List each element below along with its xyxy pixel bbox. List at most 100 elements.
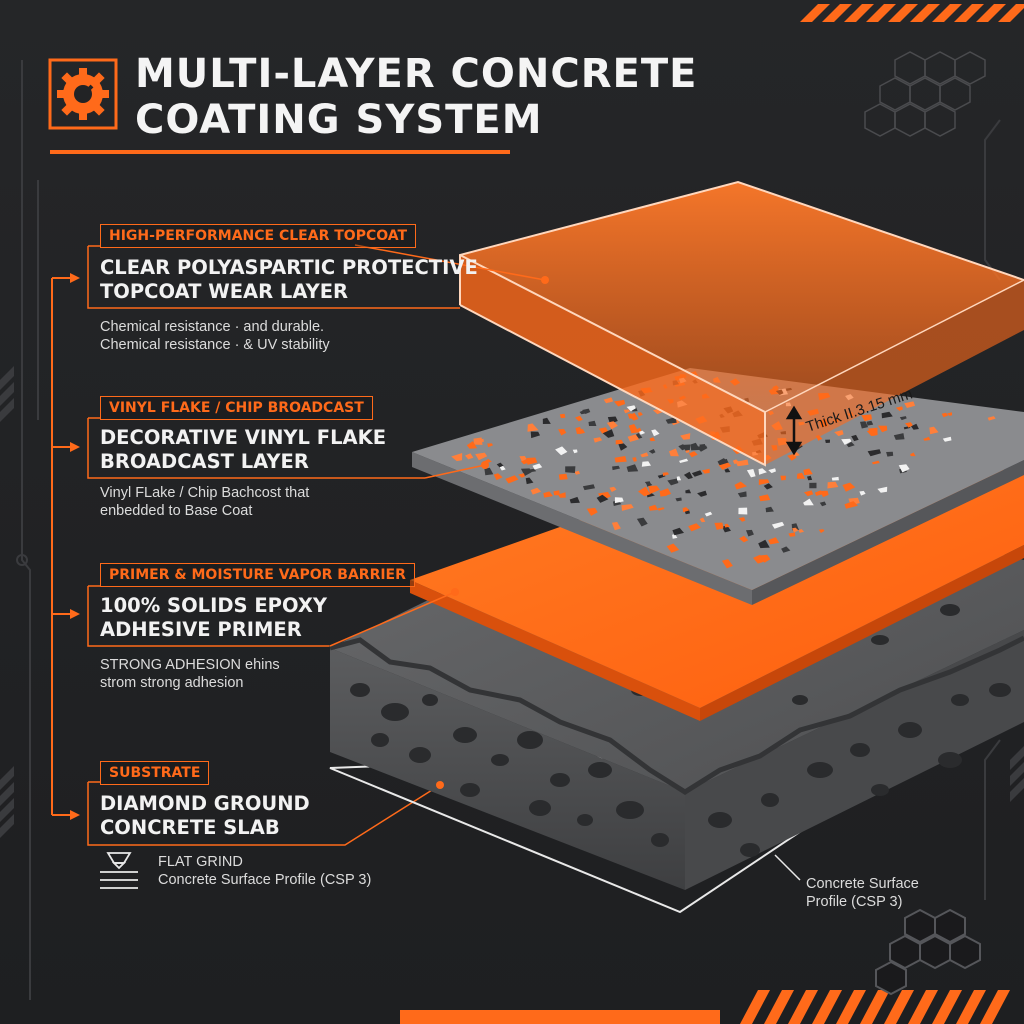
vinyl-flake bbox=[688, 451, 698, 458]
vinyl-flake bbox=[737, 491, 747, 498]
vinyl-flake bbox=[555, 446, 568, 456]
topcoat-top-face bbox=[460, 182, 1024, 412]
vinyl-flake bbox=[627, 413, 635, 419]
vinyl-flake bbox=[520, 468, 532, 476]
connector-dots bbox=[436, 276, 549, 789]
vinyl-flake bbox=[665, 417, 677, 424]
vinyl-flake bbox=[527, 423, 539, 432]
vinyl-flake bbox=[606, 421, 618, 430]
vinyl-flake bbox=[765, 506, 774, 513]
vinyl-flake bbox=[721, 559, 733, 569]
vinyl-flake bbox=[803, 468, 813, 476]
vinyl-flake bbox=[588, 420, 597, 426]
layer-heading-primer-2: ADHESIVE PRIMER bbox=[100, 618, 302, 641]
vinyl-flake bbox=[704, 511, 713, 517]
vinyl-flake bbox=[758, 479, 770, 485]
layer-desc-substrate-2: Concrete Surface Profile (CSP 3) bbox=[158, 872, 372, 888]
connector-lines bbox=[329, 244, 546, 647]
vinyl-flake bbox=[465, 453, 474, 460]
vinyl-flake bbox=[768, 468, 776, 474]
vinyl-flake bbox=[505, 475, 519, 484]
vinyl-flake bbox=[484, 467, 494, 476]
vinyl-flake bbox=[614, 497, 624, 504]
vinyl-flake bbox=[825, 439, 830, 443]
vinyl-flake bbox=[526, 457, 538, 465]
vinyl-flake bbox=[702, 468, 710, 474]
hexagon-pattern-bottom bbox=[875, 908, 981, 996]
vinyl-flake bbox=[818, 529, 825, 533]
vinyl-flake bbox=[651, 429, 660, 437]
vinyl-flake bbox=[611, 521, 621, 531]
vinyl-flake bbox=[792, 527, 799, 533]
vinyl-flake bbox=[691, 470, 703, 477]
profile-callout-1: Concrete Surface bbox=[806, 876, 919, 892]
vinyl-flake bbox=[904, 401, 916, 408]
vinyl-flake bbox=[572, 449, 578, 454]
vinyl-flake bbox=[669, 448, 679, 457]
vinyl-flake bbox=[613, 399, 626, 407]
vinyl-flake bbox=[844, 501, 858, 509]
vinyl-flake bbox=[819, 501, 827, 507]
vinyl-flake bbox=[657, 507, 665, 511]
vinyl-flake bbox=[867, 449, 881, 457]
vinyl-flake bbox=[866, 420, 874, 426]
layer-heading-topcoat-2: TOPCOAT WEAR LAYER bbox=[100, 280, 349, 303]
layer-heading-primer-1: 100% SOLIDS EPOXY bbox=[100, 594, 328, 617]
layer-desc-flake-1: Vinyl FLake / Chip Bachcost that bbox=[100, 485, 310, 501]
vinyl-flake bbox=[557, 492, 566, 498]
vinyl-flake bbox=[911, 423, 919, 430]
vinyl-flake bbox=[941, 412, 949, 418]
vinyl-flake bbox=[688, 523, 701, 532]
vinyl-flake bbox=[525, 477, 534, 485]
flake-front-face bbox=[412, 452, 752, 605]
hazard-stripes bbox=[400, 4, 1024, 1024]
vinyl-flake bbox=[565, 466, 576, 473]
vinyl-flake bbox=[586, 507, 598, 516]
vinyl-flake bbox=[641, 461, 651, 467]
vinyl-flake bbox=[696, 445, 708, 452]
vinyl-flake bbox=[771, 521, 785, 529]
vinyl-flake bbox=[722, 525, 731, 533]
vinyl-flake bbox=[759, 494, 771, 502]
vinyl-flake bbox=[649, 437, 656, 442]
vinyl-flake bbox=[666, 543, 680, 553]
vinyl-flake bbox=[575, 415, 583, 422]
vinyl-flake bbox=[499, 465, 506, 471]
vinyl-flake bbox=[596, 494, 609, 503]
vinyl-flake bbox=[636, 517, 648, 527]
vinyl-flake bbox=[697, 490, 707, 497]
gear-tool-icon bbox=[48, 58, 118, 130]
layer-heading-substrate-1: DIAMOND GROUND bbox=[100, 792, 310, 815]
vinyl-flake bbox=[763, 483, 773, 490]
vinyl-flake bbox=[714, 522, 724, 530]
thickness-arrow-icon bbox=[785, 405, 803, 456]
vinyl-flake bbox=[910, 452, 916, 457]
slab-front-face bbox=[330, 648, 685, 890]
vinyl-flake bbox=[532, 463, 543, 470]
vinyl-flake bbox=[796, 472, 806, 479]
vinyl-flake bbox=[646, 482, 653, 487]
vinyl-flake bbox=[851, 434, 859, 442]
vinyl-flake bbox=[602, 429, 615, 438]
vinyl-flake bbox=[639, 430, 646, 435]
vinyl-flake bbox=[788, 532, 796, 537]
vinyl-flake bbox=[518, 473, 525, 478]
topcoat-side-face bbox=[765, 280, 1024, 465]
vinyl-flake bbox=[529, 468, 537, 473]
vinyl-flake bbox=[519, 456, 527, 462]
layer-desc-primer-2: strom strong adhesion bbox=[100, 675, 244, 691]
vinyl-flake bbox=[734, 481, 747, 490]
vinyl-flake bbox=[621, 504, 634, 511]
vinyl-flake bbox=[893, 433, 905, 440]
vinyl-flake bbox=[493, 473, 503, 481]
flake-side-face bbox=[752, 460, 1024, 605]
vinyl-flake bbox=[659, 490, 667, 497]
vinyl-flake bbox=[793, 452, 800, 457]
vinyl-flake bbox=[699, 517, 706, 523]
vinyl-flake bbox=[579, 409, 587, 415]
vinyl-flake bbox=[543, 491, 553, 498]
vinyl-flake bbox=[614, 456, 627, 463]
topcoat-front-face bbox=[460, 255, 765, 465]
vinyl-flake bbox=[831, 476, 839, 481]
